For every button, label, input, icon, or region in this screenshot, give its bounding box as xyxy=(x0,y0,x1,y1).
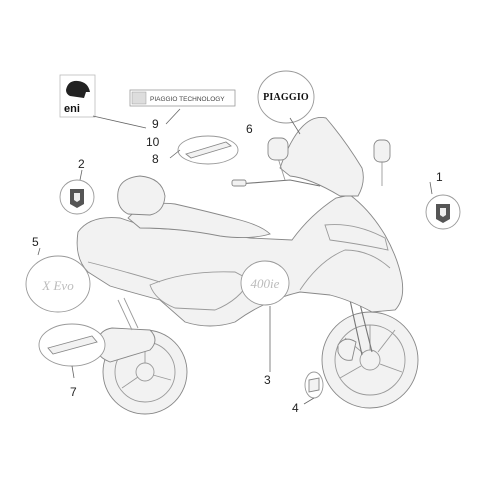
technology-label-text: PIAGGIO TECHNOLOGY xyxy=(150,96,225,103)
brand-wordmark-text: PIAGGIO xyxy=(263,92,309,103)
windscreen xyxy=(279,116,364,197)
front-wheel xyxy=(321,311,419,409)
mirror-right xyxy=(373,139,391,186)
callout-7: 7 xyxy=(70,385,77,399)
leader-lines xyxy=(37,108,433,405)
scooter-illustration xyxy=(76,116,419,415)
emblem-decal-left xyxy=(59,179,95,215)
small-decal xyxy=(304,371,324,399)
handlebar xyxy=(237,179,321,187)
callout-9: 9 xyxy=(152,117,159,131)
callout-numbers: 1 2 3 4 5 6 7 8 9 10 xyxy=(32,117,443,415)
callout-3: 3 xyxy=(264,373,271,387)
x-evo-decal: X Evo xyxy=(25,255,91,313)
headlight xyxy=(324,224,389,251)
mirror-left xyxy=(267,137,289,181)
scooter-body xyxy=(76,194,404,327)
callout-8: 8 xyxy=(152,152,159,166)
piaggio-technology-decal: PIAGGIO TECHNOLOGY xyxy=(129,89,236,107)
eni-logo-decal: eni xyxy=(59,74,96,118)
side-panel xyxy=(149,271,251,311)
emblem-decal-right xyxy=(425,194,461,230)
model-400ie-decal: 400ie xyxy=(240,260,290,306)
rear-model-badge-text: X Evo xyxy=(41,278,74,293)
callout-6: 6 xyxy=(246,122,253,136)
backrest xyxy=(117,175,166,216)
brake-caliper xyxy=(337,338,357,361)
callout-10: 10 xyxy=(146,135,160,149)
side-model-badge-text: 400ie xyxy=(251,276,280,291)
callout-4: 4 xyxy=(292,401,299,415)
eni-text: eni xyxy=(64,103,80,115)
seat xyxy=(127,202,271,239)
lower-strip-decal xyxy=(38,323,106,367)
callout-2: 2 xyxy=(78,157,85,171)
callout-5: 5 xyxy=(32,235,39,249)
rear-shock xyxy=(117,297,139,331)
strip-decal xyxy=(177,135,239,165)
callout-1: 1 xyxy=(436,170,443,184)
piaggio-wordmark-decal: PIAGGIO xyxy=(257,70,315,124)
